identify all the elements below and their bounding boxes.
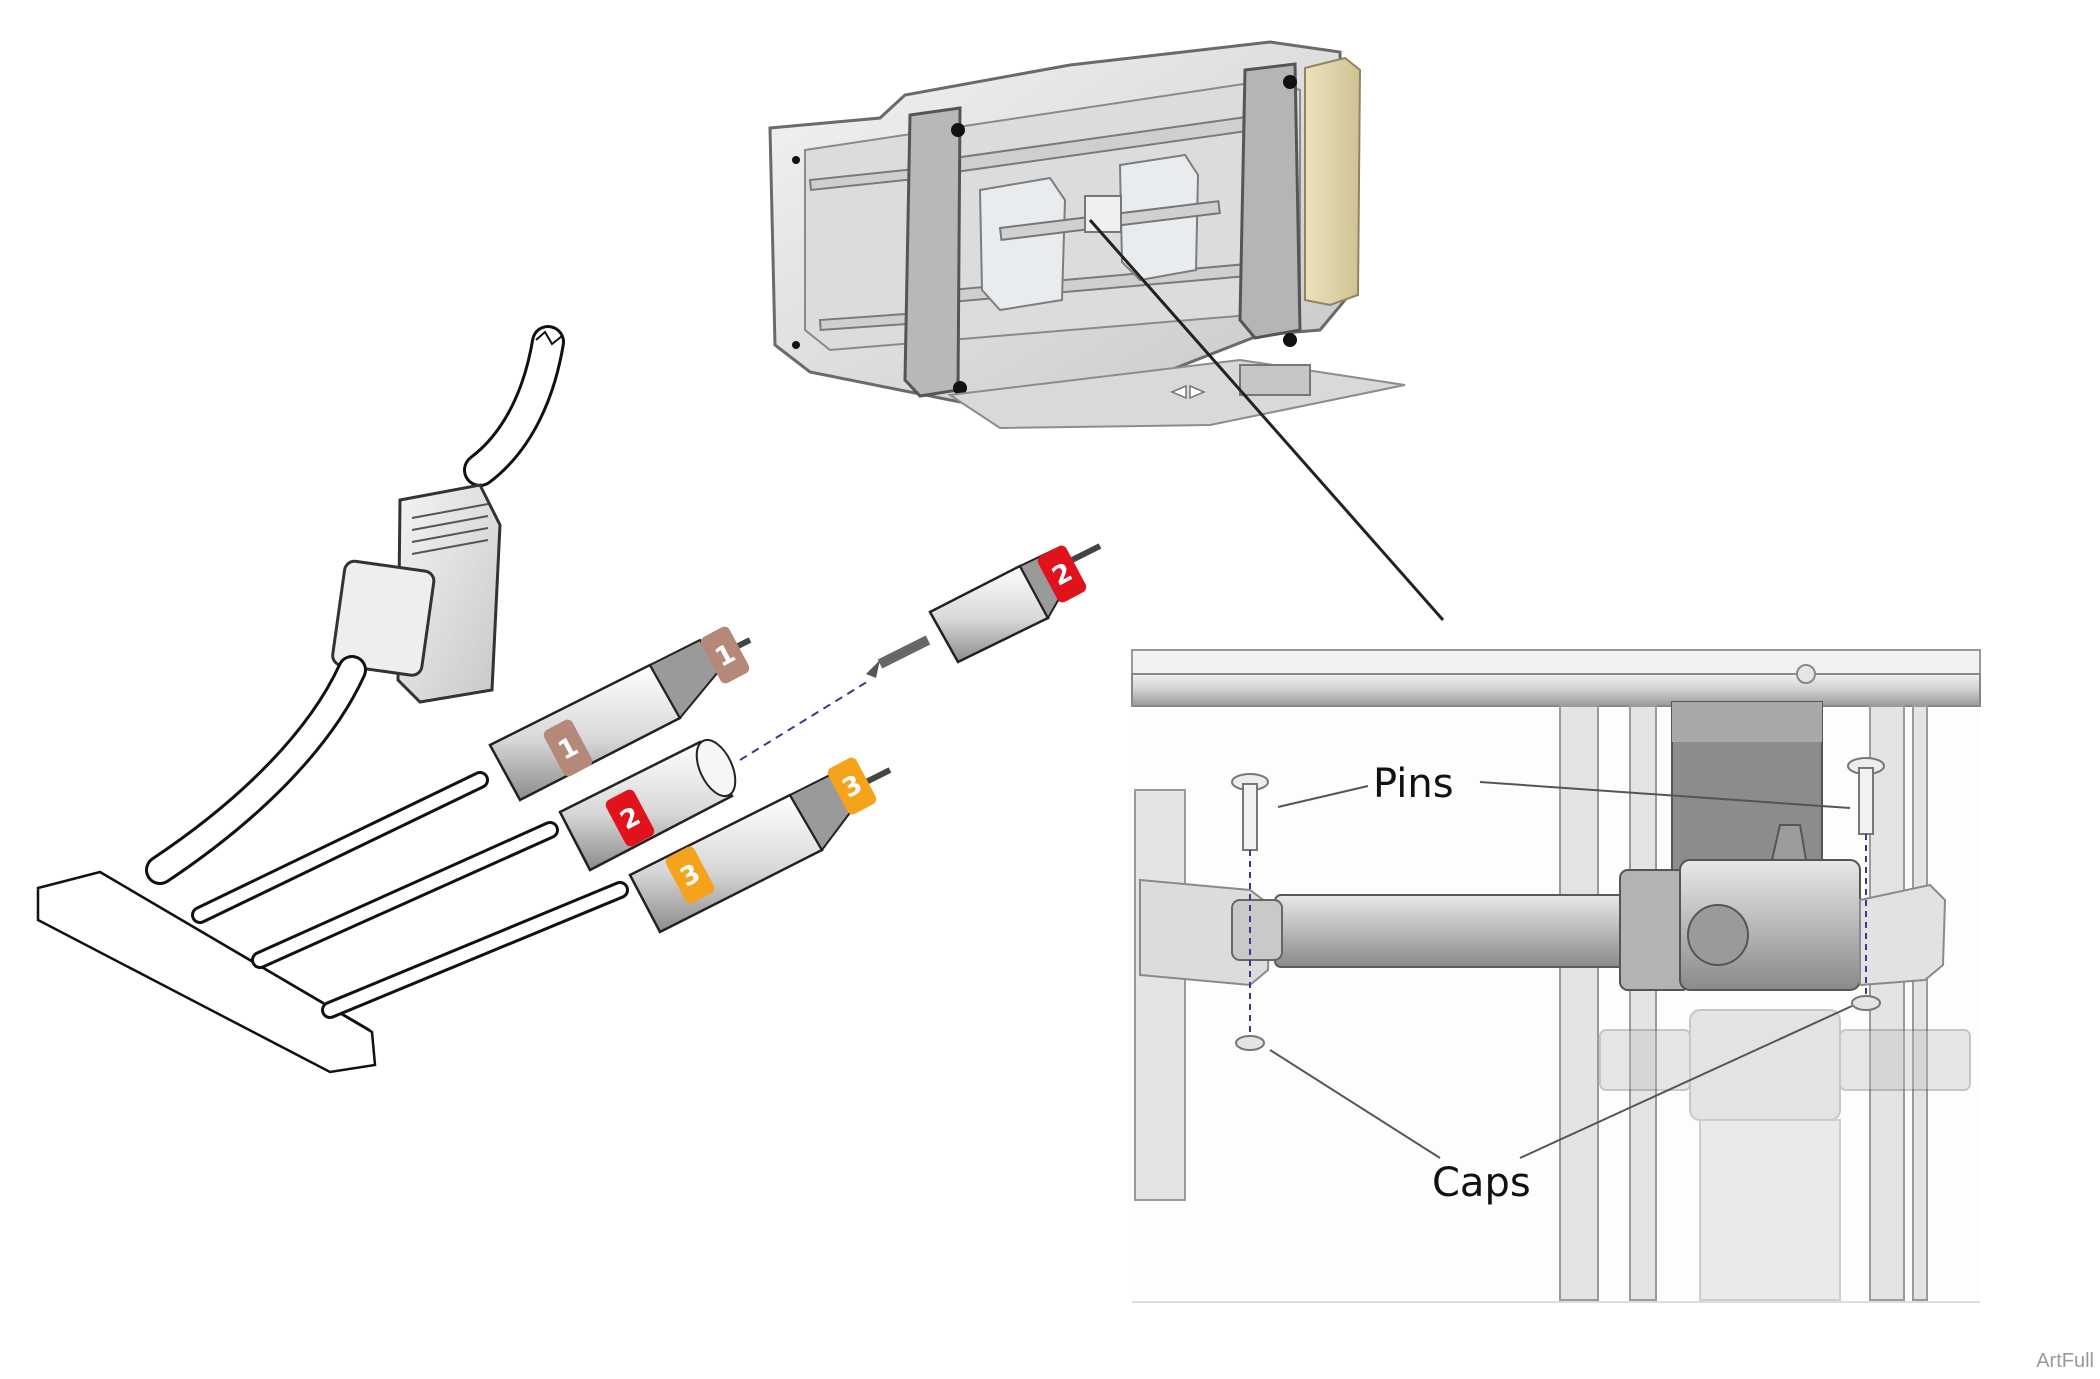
cap-left	[1235, 1035, 1265, 1051]
connector-tag-3: 3	[665, 846, 715, 904]
connector-2-socket	[558, 738, 737, 872]
pin-left	[1231, 773, 1269, 851]
alignment-dashed-line	[739, 679, 871, 761]
detail-leader-line	[1088, 219, 1445, 621]
connector-1	[488, 637, 752, 802]
detail-inset-actuator-mount	[1130, 649, 1981, 1303]
caps-callout-label: Caps	[1432, 1160, 1531, 1206]
connector-tag-band	[827, 757, 877, 815]
cable-connector-assembly	[36, 325, 1102, 1074]
pin-right	[1847, 757, 1885, 835]
connector-tag-2: 2	[1037, 545, 1087, 603]
connector-tag-band	[605, 789, 655, 847]
cap-right	[1851, 995, 1881, 1011]
connector-tag-2: 2	[605, 789, 655, 847]
connector-tag-3: 3	[827, 757, 877, 815]
connector-tag-band	[665, 846, 715, 904]
connector-tag-band	[700, 626, 750, 684]
artfull-watermark: ArtFull	[2036, 1350, 2094, 1372]
connector-tag-band	[543, 719, 593, 777]
pins-callout-label: Pins	[1373, 761, 1454, 807]
tabletop-underside-assembly	[768, 40, 1406, 430]
connector-tag-1: 1	[543, 719, 593, 777]
connector-tag-1: 1	[700, 626, 750, 684]
connector-tag-band	[1037, 545, 1087, 603]
